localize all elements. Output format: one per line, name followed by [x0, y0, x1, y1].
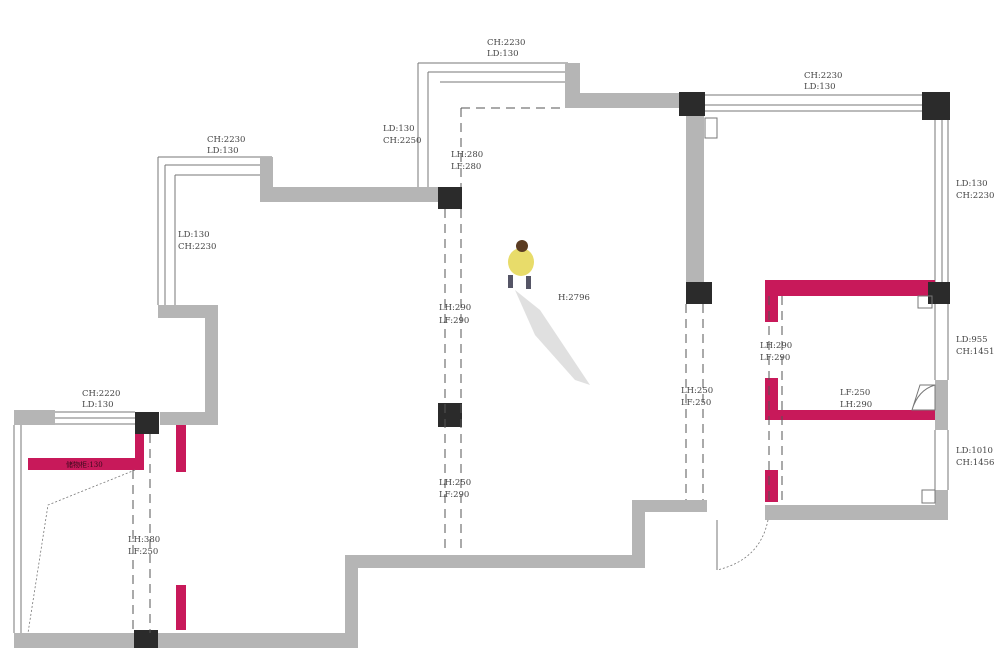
label: CH:2230 [487, 38, 525, 48]
door-swing [716, 519, 769, 571]
window-frames [13, 62, 949, 633]
cabinet-label: 储物柜:130 [66, 460, 103, 469]
openings [27, 107, 936, 634]
label: LD:130 [178, 230, 210, 240]
label: LD:130 [82, 400, 114, 410]
label: LF:250 [681, 398, 711, 408]
label: CH:2230 [956, 191, 994, 201]
ceiling-height-label: H:2796 [558, 293, 590, 303]
label: LD:130 [956, 179, 988, 189]
label: CH:1451 [956, 347, 994, 357]
label: LF:290 [760, 353, 790, 363]
label: LH:380 [128, 535, 160, 545]
label: LH:250 [681, 386, 713, 396]
columns [134, 92, 950, 648]
label: LF:250 [840, 388, 870, 398]
dimension-labels: CH:2230 LD:130 LD:130 CH:2250 LH:280 LF:… [66, 38, 994, 557]
label: LH:250 [439, 478, 471, 488]
label: LD:130 [207, 146, 239, 156]
label: LD:130 [487, 49, 519, 59]
label: CH:2230 [178, 242, 216, 252]
label: LD:955 [956, 335, 988, 345]
label: CH:2230 [207, 135, 245, 145]
label: LH:290 [840, 400, 872, 410]
label: LF:290 [439, 490, 469, 500]
label: LH:280 [451, 150, 483, 160]
label: LH:290 [439, 303, 471, 313]
person-figure [508, 240, 590, 385]
label: CH:2220 [82, 389, 120, 399]
label: LD:130 [383, 124, 415, 134]
door-swing [911, 384, 936, 411]
label: LH:290 [760, 341, 792, 351]
label: CH:1456 [956, 458, 994, 468]
label: LF:280 [451, 162, 481, 172]
label: LF:290 [439, 316, 469, 326]
label: LD:1010 [956, 446, 993, 456]
label: CH:2230 [804, 71, 842, 81]
label: LF:250 [128, 547, 158, 557]
label: LD:130 [804, 82, 836, 92]
walls [14, 63, 948, 648]
new-walls [28, 280, 935, 630]
label: CH:2250 [383, 136, 421, 146]
